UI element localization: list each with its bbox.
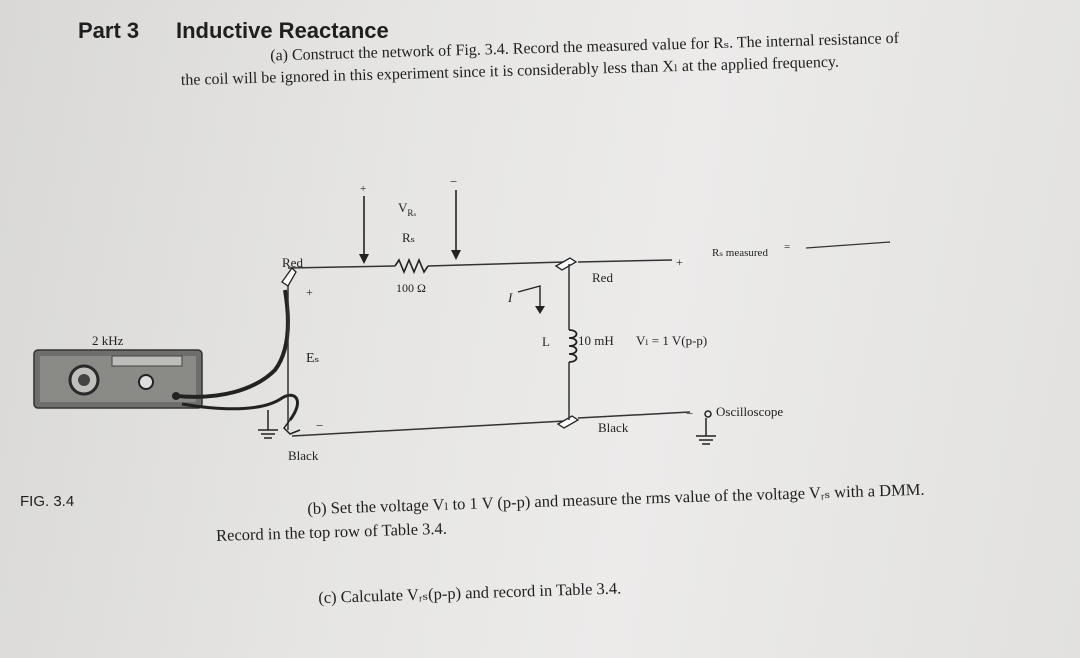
label-minus-right: − [686,406,693,421]
label-inductor: L [542,334,550,349]
current-arrow [517,285,541,308]
label-vr: VRₛ [398,200,416,218]
label-black-right: Black [598,420,629,435]
label-inductor-value: 10 mH [578,333,614,348]
label-rs-measured: Rₛ measured [712,247,768,259]
label-source: Eₛ [306,351,320,366]
red-clip-left [281,266,297,287]
function-generator [33,349,203,409]
bottom-wire [291,420,566,437]
label-black-left: Black [288,448,319,463]
generator-lead-black [181,393,299,421]
top-wire-right [427,261,566,267]
black-clip-right [556,415,580,429]
figure-label: FIG. 3.4 [20,493,75,510]
resistor-symbol [394,257,429,275]
section-title: Inductive Reactance [176,18,389,43]
probe-wire-right [577,259,673,263]
label-oscilloscope: Oscilloscope [716,404,783,419]
bottom-probe-wire [577,411,691,419]
oscilloscope-ground [696,410,716,445]
label-probe-plus: + [360,183,366,195]
black-clip-left [283,419,301,435]
red-clip-right [554,257,578,271]
label-equals: = [784,241,790,253]
label-minus-left: − [316,418,323,433]
inductor-coil [568,329,578,363]
ground-left [258,410,278,439]
top-wire-left [287,265,396,269]
part-label: Part 3 [78,18,140,43]
label-probe-minus: − [450,174,457,189]
rs-measured-blank [805,241,891,249]
label-resistor: Rₛ [402,230,415,245]
label-red-right: Red [592,270,613,285]
label-vl: Vₗ = 1 V(p-p) [636,333,707,348]
label-current: I [507,290,513,305]
generator-frequency: 2 kHz [92,333,124,348]
label-red-left: Red [282,255,303,270]
label-plus-right: + [676,255,683,269]
label-plus-left: + [306,285,313,299]
label-resistor-value: 100 Ω [396,281,426,295]
